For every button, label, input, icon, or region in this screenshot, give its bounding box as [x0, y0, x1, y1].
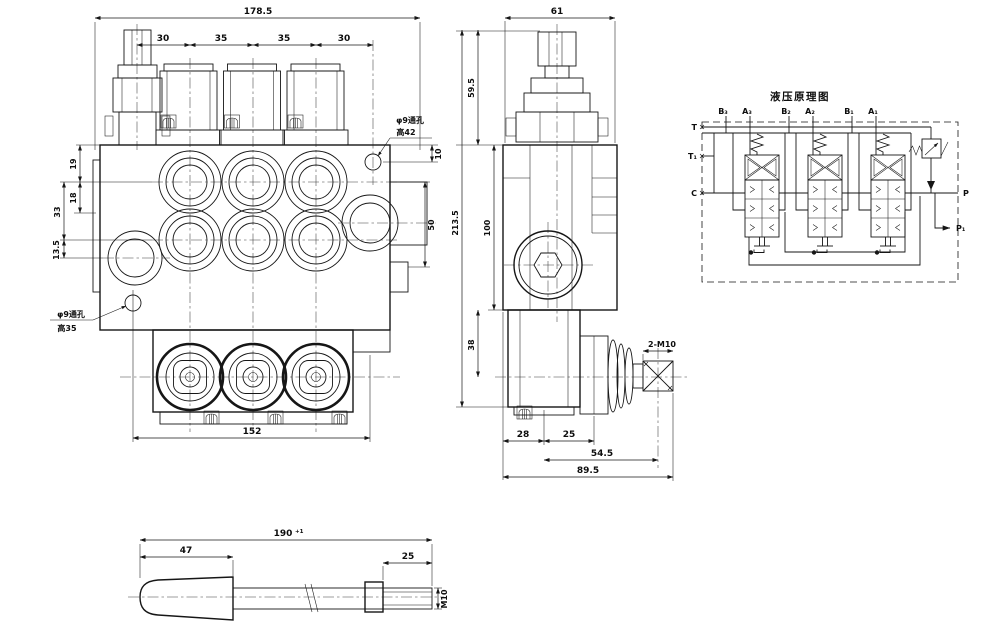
dim-handle-thread: 25 — [402, 552, 415, 562]
dim-handle-total: 190 — [274, 529, 293, 539]
dim-bottom-width: 152 — [243, 427, 262, 437]
note-top-height-text: 高42 — [396, 127, 415, 137]
spool-end — [579, 335, 674, 415]
dim-left-2: 18 — [69, 192, 78, 204]
dim-side-left-2: 213.5 — [451, 210, 460, 236]
schematic-title: 液压原理图 — [770, 90, 830, 103]
valve-body-side — [502, 144, 618, 420]
spool-caps — [156, 64, 348, 145]
dim-total-width: 178.5 — [244, 7, 272, 17]
through-hole-top — [364, 153, 382, 171]
port-label-a3: A₃ — [742, 107, 752, 116]
dim-seg-1: 30 — [157, 34, 170, 44]
dim-handle-thread-spec: M10 — [440, 589, 449, 609]
dim-seg-3: 35 — [278, 34, 291, 44]
dim-side-top: 61 — [551, 7, 564, 17]
dim-side-bottom-1: 28 — [517, 430, 530, 440]
valve-body-front — [92, 144, 428, 425]
dim-seg-2: 35 — [215, 34, 228, 44]
relief-valve-tower-side — [505, 31, 609, 143]
dim-side-bottom-2: 25 — [563, 430, 576, 440]
handle-view: 190 +1 47 25 M10 — [128, 529, 449, 621]
relief-valve-tower-front — [104, 29, 171, 146]
dim-left-1: 19 — [69, 158, 78, 170]
note-bottom-hole-text: φ9通孔 — [57, 309, 85, 319]
note-thread: 2-M10 — [648, 340, 676, 349]
port-bores — [107, 150, 399, 312]
front-view: 178.5 30 35 35 30 152 19 18 33 13.5 10 — [50, 7, 443, 442]
dim-right-2: 50 — [427, 219, 436, 231]
port-label-t: T — [692, 123, 698, 132]
port-label-p: P — [963, 189, 969, 198]
relief-valve-symbol — [908, 127, 949, 193]
hydraulic-schematic: 液压原理图 B₃ A₃ B₂ A₂ — [688, 90, 969, 283]
note-top-hole-text: φ9通孔 — [396, 115, 424, 125]
dim-side-bottom-3: 54.5 — [591, 449, 613, 459]
dim-seg-4: 30 — [338, 34, 351, 44]
port-label-b3: B₃ — [718, 107, 728, 116]
dim-left-4: 13.5 — [52, 240, 61, 260]
note-top-hole: φ9通孔 高42 — [377, 115, 432, 157]
dim-side-left-3: 100 — [483, 219, 492, 236]
dim-handle-grip: 47 — [180, 546, 193, 556]
port-label-p1: P₁ — [956, 224, 966, 233]
dim-handle-total-tolerance: +1 — [295, 529, 304, 535]
dim-side-left-4: 38 — [467, 339, 476, 351]
port-label-t1: T₁ — [688, 152, 697, 161]
handle-lever — [139, 576, 433, 621]
dim-side-left-1: 59.5 — [467, 78, 476, 98]
port-label-a1: A₁ — [868, 107, 878, 116]
port-label-a2: A₂ — [805, 107, 815, 116]
port-label-b2: B₂ — [781, 107, 791, 116]
port-label-c: C — [691, 189, 697, 198]
side-view: 61 59.5 213.5 100 38 28 25 54.5 89.5 2-M… — [451, 7, 690, 481]
note-bottom-hole: φ9通孔 高35 — [50, 305, 127, 333]
port-label-b1: B₁ — [844, 107, 854, 116]
dim-side-bottom-4: 89.5 — [577, 466, 599, 476]
note-bottom-height-text: 高35 — [57, 323, 77, 333]
dim-left-3: 33 — [53, 206, 62, 217]
dim-right-1: 10 — [434, 148, 443, 160]
